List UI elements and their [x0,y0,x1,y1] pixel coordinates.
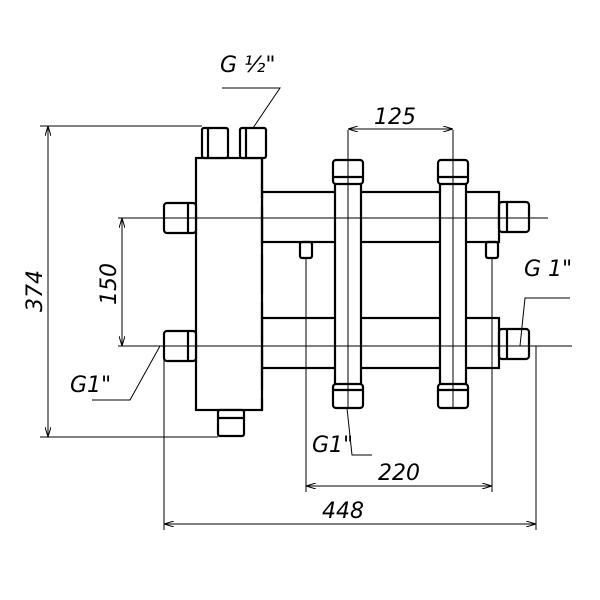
label-left-thread: G1" [70,373,111,398]
manifold-body [162,126,531,438]
dim-outlet-spacing: 125 [374,105,416,130]
top-nozzle-right [238,126,268,160]
sensor-socket-left [298,240,314,260]
dim-bottom-width: 220 [378,461,420,486]
label-top-thread: G ½" [220,53,275,78]
right-upper-nozzle [497,200,531,234]
label-right-thread: G 1" [524,257,572,282]
dim-overall-width: 448 [322,499,364,524]
labels: G ½" G 1" G1" G1" 374 150 125 220 448 [23,53,572,524]
separator-column [194,156,264,412]
label-bottom-thread: G1" [312,433,353,458]
bottom-drain-nozzle [216,408,246,438]
center-lines [118,130,572,408]
sensor-socket-right [484,240,500,260]
right-lower-nozzle [497,327,531,361]
top-nozzle-left [200,126,230,160]
dimension-lines [40,125,537,530]
leader-lines [92,87,570,456]
dim-overall-height: 374 [23,270,48,312]
dim-inlet-spacing: 150 [97,263,122,305]
